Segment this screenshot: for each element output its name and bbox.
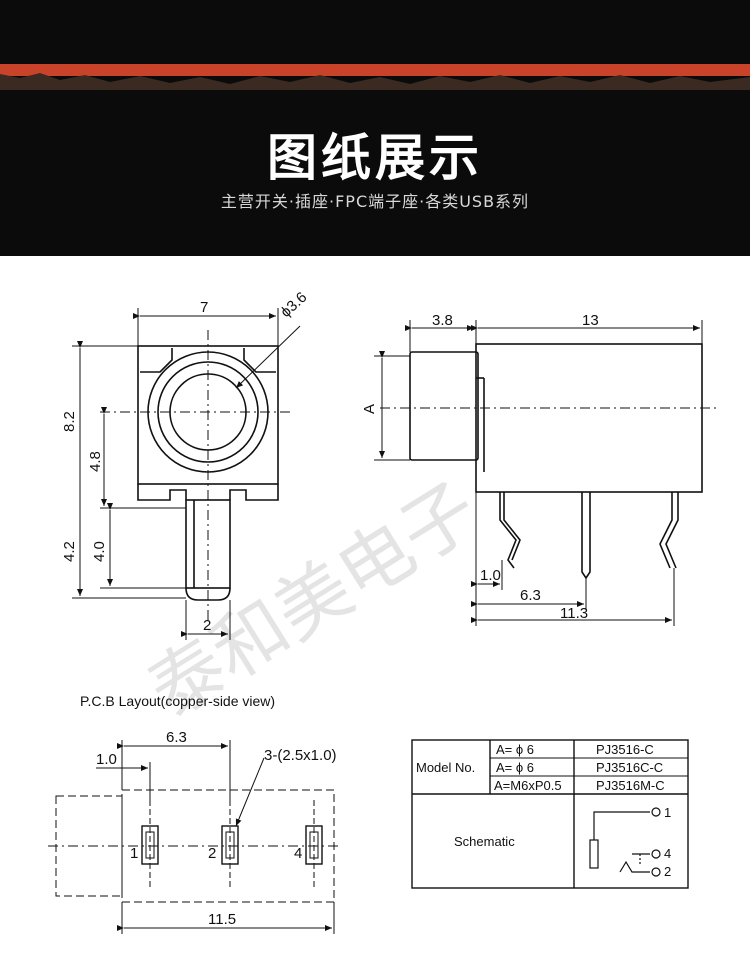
side-body-label: 13: [582, 312, 599, 329]
side-left-label: 3.8: [432, 312, 453, 329]
grunge-stripe: [0, 64, 750, 90]
side-view: [380, 343, 720, 580]
row-1-a: A= ϕ 6: [496, 742, 534, 757]
pcb-dim-6-3: 6.3: [166, 729, 187, 746]
header-banner: 图纸展示 主营开关·插座·FPC端子座·各类USB系列: [0, 0, 750, 256]
row-2-a: A= ϕ 6: [496, 760, 534, 775]
model-no-label: Model No.: [416, 760, 475, 775]
pcb-dim-11-5: 11.5: [208, 911, 236, 928]
side-a-label: A: [361, 404, 378, 414]
side-pin1-label: 1.0: [480, 567, 501, 584]
front-pin-total-label: 4.2: [61, 541, 78, 562]
model-table: [411, 739, 689, 889]
side-pin2-label: 6.3: [520, 587, 541, 604]
front-pin-width-label: 2: [203, 617, 211, 634]
front-pin-label: 4.0: [91, 541, 108, 562]
pcb-pad-spec: 3-(2.5x1.0): [264, 747, 337, 764]
front-view: [100, 330, 292, 620]
schematic-pin-2: 2: [664, 864, 671, 879]
pcb-title: P.C.B Layout(copper-side view): [80, 693, 275, 709]
row-1-model: PJ3516-C: [596, 742, 654, 757]
schematic-label: Schematic: [454, 834, 515, 849]
row-2-model: PJ3516C-C: [596, 760, 663, 775]
pcb-layout: [48, 740, 340, 934]
schematic-pin-1: 1: [664, 805, 671, 820]
grunge-edge: [0, 73, 750, 90]
front-height-label: 8.2: [61, 411, 78, 432]
pcb-pad-label-2: 2: [208, 845, 216, 862]
banner-subtitle: 主营开关·插座·FPC端子座·各类USB系列: [220, 192, 530, 211]
schematic-symbol: [589, 807, 661, 877]
schematic-pin-4: 4: [664, 846, 671, 861]
pcb-pad-label-1: 1: [130, 845, 138, 862]
front-center-label: 4.8: [87, 451, 104, 472]
front-width-label: 7: [200, 299, 208, 316]
row-3-model: PJ3516M-C: [596, 778, 665, 793]
banner-title: 图纸展示: [267, 129, 483, 187]
pcb-dim-1-0: 1.0: [96, 751, 117, 768]
pcb-pad-label-4: 4: [294, 845, 302, 862]
front-diameter-label: ϕ3.6: [277, 289, 310, 321]
front-view-dimensions: [72, 308, 301, 640]
side-view-dimensions: [374, 320, 703, 626]
row-3-a: A=M6xP0.5: [494, 778, 562, 793]
accent-stripe: [0, 64, 750, 76]
side-pin3-label: 11.3: [560, 605, 588, 622]
